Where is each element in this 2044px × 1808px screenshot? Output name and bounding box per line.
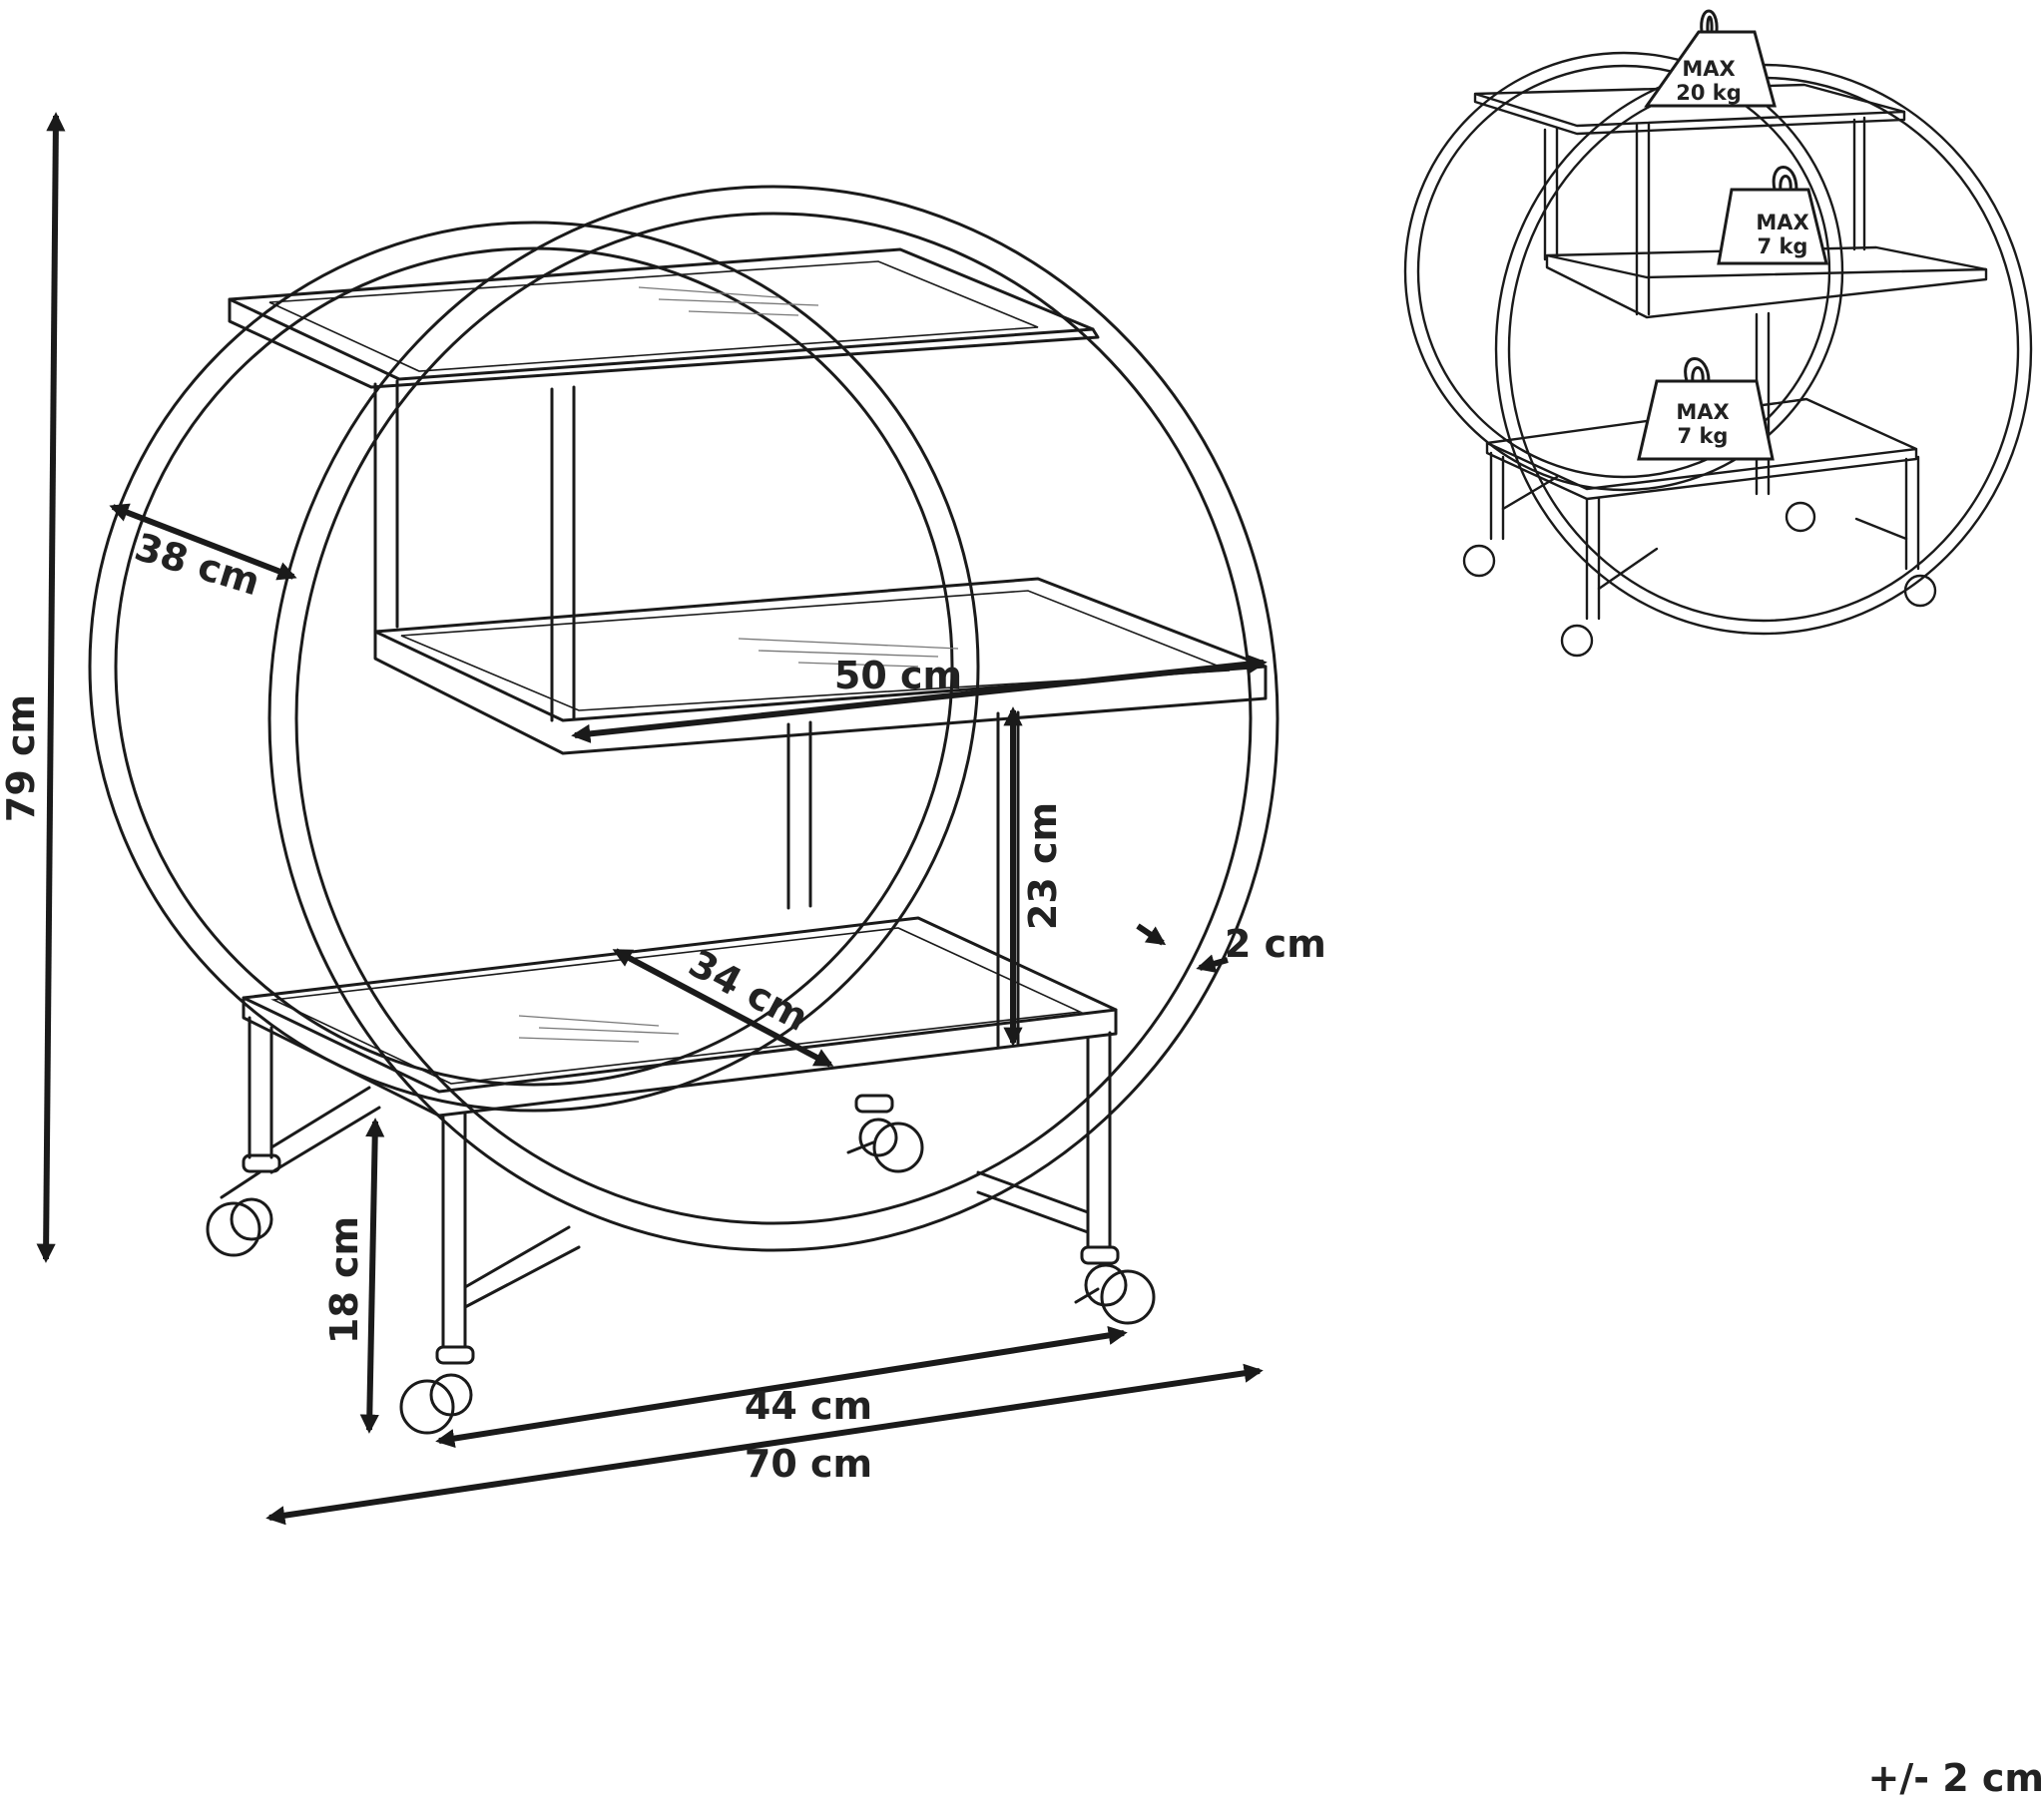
dimension-lines bbox=[36, 112, 1268, 1526]
caster-front-left bbox=[399, 1345, 475, 1435]
ring-thickness-arrow-outer bbox=[1136, 923, 1167, 946]
shelf-gap-label: 23 cm bbox=[1021, 802, 1065, 930]
total-width-dimension-arrow bbox=[265, 1363, 1264, 1526]
leg-height-dimension-arrow bbox=[359, 1118, 385, 1434]
main-trolley-drawing bbox=[88, 185, 1279, 1435]
middle-shelf bbox=[373, 379, 1268, 755]
load-capacity-drawing: MAX 20 kg MAX 7 kg MAX 7 kg bbox=[1403, 9, 2033, 658]
ring-thickness-arrow-inner bbox=[1196, 954, 1229, 974]
height-dimension-arrow bbox=[36, 112, 66, 1263]
caster-front-right bbox=[1074, 1245, 1156, 1325]
wheelbase-label: 44 cm bbox=[745, 1384, 872, 1428]
ring-thickness-label: 2 cm bbox=[1225, 922, 1326, 966]
depth-dimension-arrow bbox=[109, 503, 297, 581]
weight-bottom-shelf: MAX 7 kg bbox=[1637, 357, 1775, 461]
weight-top-line1: MAX bbox=[1682, 57, 1735, 81]
small-casters bbox=[1462, 501, 1937, 658]
total-width-label: 70 cm bbox=[745, 1442, 872, 1486]
legs bbox=[248, 1016, 1112, 1349]
small-front-ring bbox=[1494, 63, 2033, 636]
shelf-width-dimension-arrow bbox=[571, 655, 1268, 743]
leg-height-label: 18 cm bbox=[322, 1216, 366, 1344]
small-back-ring bbox=[1403, 51, 1844, 492]
caster-back-left bbox=[206, 1153, 281, 1257]
bottom-shelf bbox=[242, 710, 1118, 1118]
height-label: 79 cm bbox=[0, 694, 43, 822]
dimension-labels: 79 cm 38 cm 50 cm 23 cm 2 cm 34 cm 18 cm… bbox=[0, 525, 1326, 1486]
top-shelf bbox=[228, 247, 1100, 389]
caster-back-right bbox=[846, 1094, 924, 1173]
tolerance-note: +/- 2 cm bbox=[1867, 1756, 2044, 1800]
weight-bottom-line2: 7 kg bbox=[1678, 424, 1729, 448]
weight-top-line2: 20 kg bbox=[1676, 81, 1742, 105]
weight-middle-shelf: MAX 7 kg bbox=[1717, 166, 1828, 265]
shelf-width-label: 50 cm bbox=[834, 654, 962, 697]
small-shelves bbox=[1473, 83, 1988, 621]
weight-middle-line2: 7 kg bbox=[1758, 234, 1808, 258]
shelf-depth-dimension-arrow bbox=[612, 948, 834, 1068]
weight-top-shelf: MAX 20 kg bbox=[1644, 9, 1777, 108]
weight-middle-line1: MAX bbox=[1756, 211, 1808, 234]
weight-bottom-line1: MAX bbox=[1676, 400, 1729, 424]
